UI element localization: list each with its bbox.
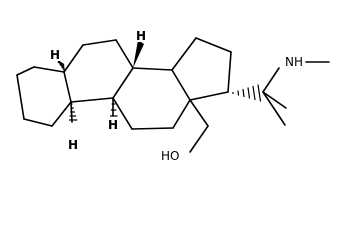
ring-b — [63, 39, 134, 103]
ring-d — [171, 37, 232, 101]
amine-side-chain: NH — [232, 55, 330, 126]
hydroxyl-label: HO — [161, 149, 179, 163]
ring-c — [112, 67, 191, 130]
junction-bonds — [70, 97, 114, 123]
steroid-structure-diagram: H H H H HO — [16, 28, 330, 163]
hydroxymethyl-group: HO — [161, 99, 209, 163]
amine-label: NH — [285, 55, 303, 69]
stereo-h-c8: H — [133, 28, 147, 68]
h-atom-label: H — [50, 48, 60, 62]
stereo-h-c10: H — [67, 103, 79, 152]
h-atom-label: H — [68, 138, 78, 152]
stereo-h-c5: H — [49, 47, 66, 72]
h-atom-label: H — [136, 29, 146, 43]
ring-a — [16, 66, 72, 127]
h-atom-label: H — [108, 118, 118, 132]
